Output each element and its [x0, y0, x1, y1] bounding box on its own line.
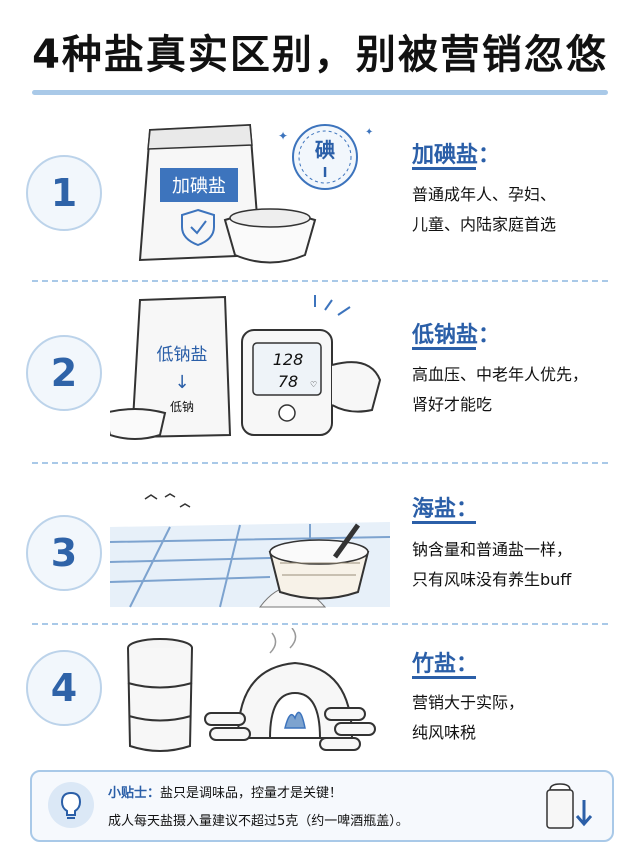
- shield-check-icon: [181, 208, 215, 247]
- bag-label: 加碘盐: [172, 176, 226, 197]
- section-heading: 低钠盐：: [412, 323, 501, 348]
- down-arrow-icon: [575, 800, 593, 827]
- iodized-salt-illustration: 加碘盐 碘 I ✦ ✦: [138, 123, 373, 264]
- salt-shaker-icon: [546, 783, 593, 829]
- description-line: 儿童、内陆家庭首选: [412, 215, 557, 234]
- iodine-badge-symbol: I: [323, 166, 328, 181]
- svg-text:✦: ✦: [365, 127, 373, 138]
- iodine-badge-char: 碘: [315, 138, 335, 162]
- heading-underline: [412, 167, 476, 170]
- section-description: 营销大于实际， 纯风味税: [412, 688, 627, 748]
- bamboo-salt-illustration: [127, 628, 376, 752]
- title-underline: [32, 90, 608, 95]
- section-description: 普通成年人、孕妇、 儿童、内陆家庭首选: [412, 180, 627, 240]
- description-line: 普通成年人、孕妇、: [412, 185, 557, 204]
- bag-sublabel: 低钠: [170, 399, 194, 414]
- description-line: 钠含量和普通盐一样，: [412, 540, 573, 559]
- description-line: 营销大于实际，: [412, 693, 525, 712]
- bag-label: 低钠盐: [157, 345, 208, 365]
- tip-line-1: 小贴士：盐只是调味品，控量才是关键！: [108, 782, 342, 801]
- sea-salt-illustration: [110, 493, 390, 608]
- section-description: 钠含量和普通盐一样， 只有风味没有养生buff: [412, 535, 627, 595]
- section-description: 高血压、中老年人优先， 肾好才能吃: [412, 360, 627, 420]
- bp-systolic: 128: [273, 350, 304, 369]
- section-sea-salt: 3 海盐： 钠含量和普通盐一样， 只有风味没有养生buff: [0, 467, 640, 647]
- heading-underline: [412, 676, 476, 679]
- section-divider: [32, 280, 608, 282]
- page-title: 4种盐真实区别，别被营销忽悠: [32, 32, 608, 78]
- heading-underline: [412, 347, 476, 350]
- heart-icon: ♡: [310, 380, 317, 389]
- section-heading: 竹盐：: [412, 652, 479, 677]
- section-iodized-salt: 1 加碘盐 碘 I ✦ ✦ 加碘盐： 普通成年人、孕妇、 儿童、内陆家庭首选: [0, 105, 640, 285]
- heading-underline: [412, 521, 476, 524]
- description-line: 高血压、中老年人优先，: [412, 365, 589, 384]
- section-number: 2: [26, 335, 102, 411]
- section-number: 4: [26, 650, 102, 726]
- section-heading: 加碘盐：: [412, 143, 501, 168]
- tip-label: 小贴士：: [108, 786, 161, 801]
- section-low-sodium-salt: 2 低钠盐 ↓ 低钠 128 78 ♡ 低钠盐： 高血压、中老年人优先， 肾好才…: [0, 285, 640, 465]
- down-arrow-icon: ↓: [174, 372, 189, 393]
- bp-diastolic: 78: [278, 372, 298, 391]
- tip-text: 盐只是调味品，控量才是关键！: [160, 786, 343, 801]
- description-line: 只有风味没有养生buff: [412, 570, 572, 589]
- section-number: 3: [26, 515, 102, 591]
- description-line: 纯风味税: [412, 723, 477, 742]
- tip-line-2: 成人每天盐摄入量建议不超过5克（约一啤酒瓶盖）。: [108, 814, 409, 829]
- tip-box: 小贴士：盐只是调味品，控量才是关键！ 成人每天盐摄入量建议不超过5克（约一啤酒瓶…: [30, 770, 614, 842]
- lightbulb-icon: [48, 782, 94, 828]
- section-divider: [32, 623, 608, 625]
- section-bamboo-salt: 4 竹盐： 营销大于实际， 纯风味税: [0, 628, 640, 808]
- description-line: 肾好才能吃: [412, 395, 493, 414]
- low-sodium-illustration: 低钠盐 ↓ 低钠 128 78 ♡: [110, 295, 382, 440]
- section-divider: [32, 462, 608, 464]
- section-heading: 海盐：: [412, 497, 479, 522]
- section-number: 1: [26, 155, 102, 231]
- svg-text:✦: ✦: [278, 129, 288, 143]
